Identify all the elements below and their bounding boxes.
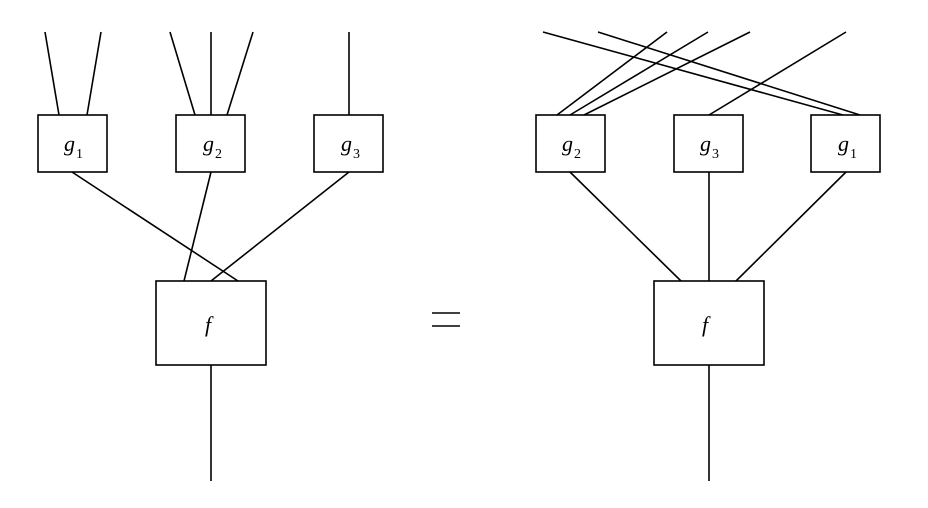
right-g3-box: g 3 — [673, 114, 744, 173]
left-g2-subscript: 2 — [215, 147, 222, 162]
left-g3-base: g — [341, 131, 352, 156]
left-g2-to-f-wire — [183, 171, 212, 282]
right-f-label: f — [702, 312, 711, 337]
right-f-box: f — [653, 280, 765, 366]
left-g1-input-wire-2 — [86, 31, 102, 116]
right-g2-base: g — [562, 131, 573, 156]
left-f-box: f — [155, 280, 267, 366]
left-g2-box: g 2 — [175, 114, 246, 173]
left-g2-base: g — [203, 131, 214, 156]
right-g3-input-wire — [708, 31, 847, 116]
right-g2-input-wire-2 — [569, 31, 709, 116]
right-g3-subscript: 3 — [712, 147, 719, 162]
right-g2-subscript: 2 — [574, 147, 581, 162]
right-g1-box: g 1 — [810, 114, 881, 173]
left-g3-to-f-wire — [210, 171, 350, 282]
right-g2-input-wire-1 — [556, 31, 668, 116]
equals-sign: = — [432, 312, 460, 327]
left-g2-input-wire-1 — [169, 31, 196, 116]
right-g2-to-f-wire — [569, 171, 682, 282]
left-g1-base: g — [64, 131, 75, 156]
left-diagram: g 1 g 2 g 3 f — [37, 31, 384, 481]
right-g1-subscript: 1 — [850, 147, 857, 162]
left-g2-input-wire-3 — [226, 31, 254, 116]
left-f-label: f — [205, 312, 214, 337]
left-g1-to-f-wire — [71, 171, 239, 282]
right-g2-input-wire-3 — [583, 31, 751, 116]
right-g1-base: g — [838, 131, 849, 156]
right-g1-input-wire-1 — [542, 31, 844, 116]
left-g1-subscript: 1 — [76, 147, 83, 162]
left-g3-box: g 3 — [313, 114, 384, 173]
right-g1-to-f-wire — [735, 171, 847, 282]
right-diagram: g 2 g 3 g 1 f — [535, 31, 881, 481]
left-g3-subscript: 3 — [353, 147, 360, 162]
right-g2-box: g 2 — [535, 114, 606, 173]
left-g1-input-wire-1 — [44, 31, 60, 116]
right-g3-base: g — [700, 131, 711, 156]
right-g1-input-wire-2 — [597, 31, 861, 116]
left-g1-box: g 1 — [37, 114, 108, 173]
